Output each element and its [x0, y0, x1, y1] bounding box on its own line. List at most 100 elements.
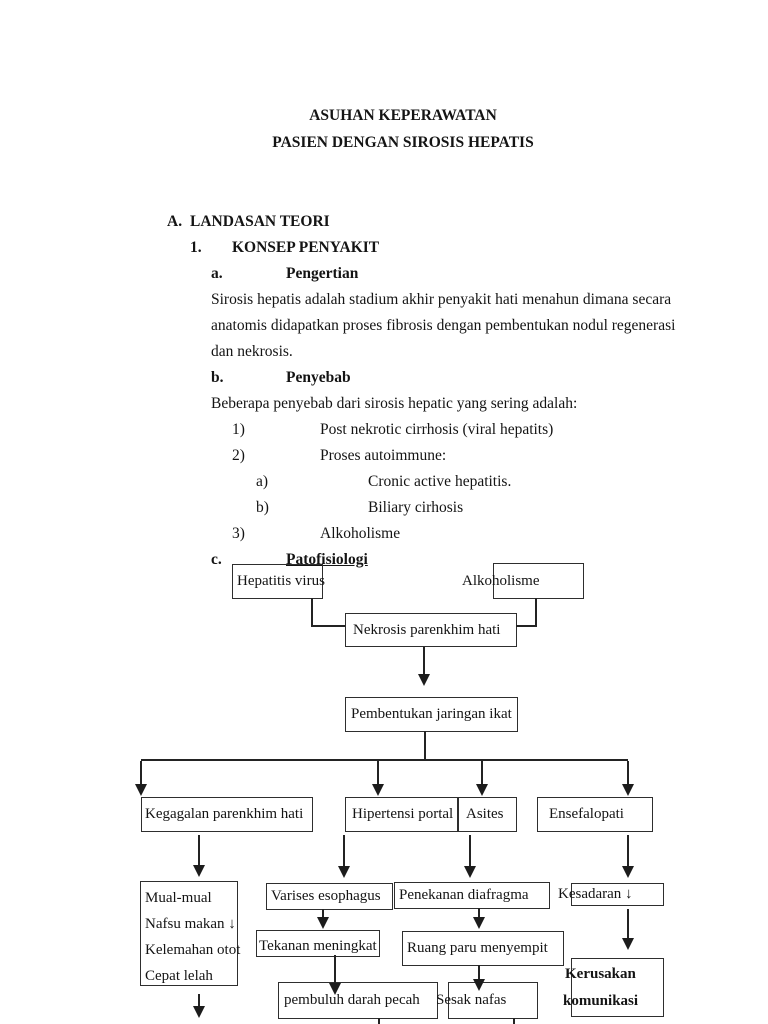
arrow-head: [473, 979, 485, 991]
pengertian-title: Pengertian: [286, 265, 359, 282]
penyebab-item2a-text: Cronic active hepatitis.: [368, 473, 512, 490]
flowchart-label-gejala-line4: Cepat lelah: [145, 968, 213, 984]
arrow-down: [478, 965, 480, 979]
arrow-down: [198, 835, 200, 865]
flowchart-box-sesak: [448, 982, 538, 1019]
arrow-head: [338, 866, 350, 878]
flowchart-box-kesadaran: [571, 883, 664, 906]
flowchart-label-hipertensi: Hipertensi portal: [352, 806, 454, 822]
flowchart-label-ensefalopati: Ensefalopati: [549, 806, 624, 822]
flowchart-label-ruang-paru: Ruang paru menyempit: [407, 940, 548, 956]
connector-stub: [513, 1018, 515, 1024]
flowchart-box-hipertensi: [345, 797, 459, 832]
document-title-line2: PASIEN DENGAN SIROSIS HEPATIS: [272, 134, 534, 151]
arrow-head: [372, 784, 384, 796]
pengertian-paragraph-line3: dan nekrosis.: [211, 343, 293, 360]
arrow-head: [329, 983, 341, 995]
arrow-down: [481, 761, 483, 784]
arrow-head: [622, 784, 634, 796]
arrow-down: [377, 761, 379, 784]
section-a-title: LANDASAN TEORI: [190, 213, 330, 230]
flowchart-label-nekrosis: Nekrosis parenkhim hati: [353, 622, 501, 638]
connector-line: [516, 625, 537, 627]
flowchart-label-kesadaran: Kesadaran ↓: [558, 886, 633, 902]
flowchart-box-ensefalopati: [537, 797, 653, 832]
flowchart-label-tekanan: Tekanan meningkat: [259, 938, 377, 954]
penyebab-item2a-marker: a): [256, 473, 269, 490]
arrow-down: [469, 835, 471, 866]
pengertian-marker: a.: [211, 265, 223, 282]
connector-stub: [378, 1018, 380, 1024]
flowchart-label-kerusakan-line1: Kerusakan: [565, 966, 636, 982]
flowchart-label-gejala-line3: Kelemahan otot: [145, 942, 241, 958]
flowchart-box-pembentukan: [345, 697, 518, 732]
penyebab-item2b-marker: b): [256, 499, 269, 516]
arrow-head: [317, 917, 329, 929]
connector-line: [311, 598, 313, 627]
flowchart-box-kegagalan: [141, 797, 313, 832]
penyebab-item3-marker: 3): [232, 525, 245, 542]
arrow-down: [343, 835, 345, 866]
flowchart-label-gejala-line2: Nafsu makan ↓: [145, 916, 236, 932]
arrow-down: [140, 761, 142, 784]
konsep-marker: 1.: [190, 239, 202, 256]
penyebab-intro: Beberapa penyebab dari sirosis hepatic y…: [211, 395, 578, 412]
arrow-down: [423, 647, 425, 674]
pengertian-paragraph-line1: Sirosis hepatis adalah stadium akhir pen…: [211, 291, 672, 308]
flowchart-box-penekanan: [394, 882, 550, 909]
penyebab-item1-marker: 1): [232, 421, 245, 438]
flowchart-box-asites: [457, 797, 517, 832]
patofisiologi-marker: c.: [211, 551, 222, 568]
penyebab-item2-marker: 2): [232, 447, 245, 464]
arrow-head: [193, 1006, 205, 1018]
flowchart-label-kerusakan-line2: komunikasi: [563, 993, 639, 1009]
patofisiologi-title: Patofisiologi: [286, 551, 368, 568]
arrow-down: [478, 908, 480, 918]
flowchart-box-kerusakan: [571, 958, 664, 1017]
flowchart-label-pembentukan: Pembentukan jaringan ikat: [351, 706, 512, 722]
arrow-down: [334, 955, 336, 983]
flowchart-label-asites: Asites: [466, 806, 504, 822]
flowchart-box-tekanan: [256, 930, 380, 957]
flowchart-label-kegagalan: Kegagalan parenkhim hati: [145, 806, 304, 822]
pengertian-paragraph-line2: anatomis didapatkan proses fibrosis deng…: [211, 317, 676, 334]
arrow-head: [622, 938, 634, 950]
flowchart-label-alkoholisme: Alkoholisme: [462, 573, 540, 589]
penyebab-item1-text: Post nekrotic cirrhosis (viral hepatits): [320, 421, 554, 438]
flowchart-box-pembuluh: [278, 982, 438, 1019]
flowchart-label-hepatitis-virus: Hepatitis virus: [237, 573, 325, 589]
flowchart-box-varises: [266, 883, 393, 910]
arrow-head: [418, 674, 430, 686]
penyebab-item2b-text: Biliary cirhosis: [368, 499, 464, 516]
flowchart-label-sesak: Sesak nafas: [436, 992, 507, 1008]
arrow-head: [476, 784, 488, 796]
arrow-down: [627, 909, 629, 938]
arrow-head: [135, 784, 147, 796]
konsep-title: KONSEP PENYAKIT: [232, 239, 380, 256]
arrow-down: [627, 835, 629, 866]
flowchart-box-ruang-paru: [402, 931, 564, 966]
connector-line: [311, 625, 345, 627]
flowchart-label-varises: Varises esophagus: [271, 888, 381, 904]
flowchart-box-gejala: [140, 881, 238, 986]
flowchart-box-hepatitis-virus: [232, 564, 323, 599]
penyebab-marker: b.: [211, 369, 224, 386]
arrow-head: [193, 865, 205, 877]
flowchart-label-gejala-line1: Mual-mual: [145, 890, 212, 906]
flowchart-box-nekrosis: [345, 613, 517, 647]
connector-line: [535, 598, 537, 627]
flowchart-label-penekanan: Penekanan diafragma: [399, 887, 529, 903]
branch-line: [141, 759, 628, 761]
penyebab-item3-text: Alkoholisme: [320, 525, 401, 542]
penyebab-item2-text: Proses autoimmune:: [320, 447, 447, 464]
flowchart-label-pembuluh: pembuluh darah pecah: [284, 992, 420, 1008]
document-title-line1: ASUHAN KEPERAWATAN: [309, 107, 497, 124]
arrow-head: [473, 917, 485, 929]
connector-line: [424, 731, 426, 761]
arrow-head: [622, 866, 634, 878]
penyebab-title: Penyebab: [286, 369, 351, 386]
arrow-head: [464, 866, 476, 878]
arrow-down: [322, 909, 324, 918]
flowchart-box-alkoholisme: [493, 563, 584, 599]
section-a-marker: A.: [167, 213, 183, 230]
